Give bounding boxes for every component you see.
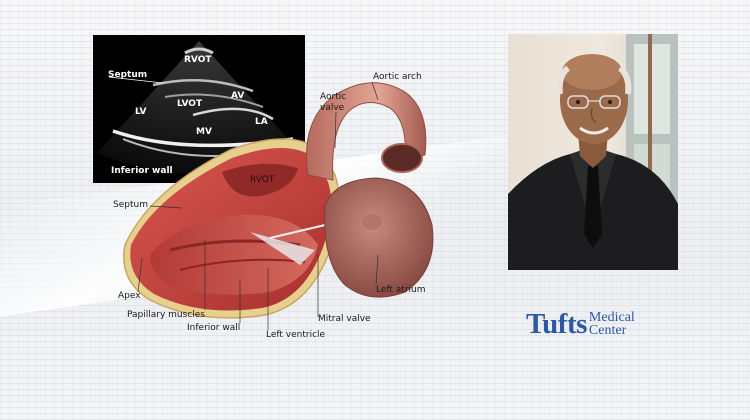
heart-label-left-atrium: Left atrium [376, 285, 426, 295]
tufts-medical-center-logo: Tufts Medical Center [526, 309, 635, 339]
heart-label-aortic-arch: Aortic arch [373, 72, 422, 82]
heart-label-aortic-valve: Aortic valve [320, 92, 346, 114]
heart-label-aortic-valve-line1: Aortic [320, 92, 347, 102]
echocardiogram-image: RVOT Septum LV LVOT AV LA MV Inferior wa… [93, 35, 305, 183]
portrait-drawing [508, 34, 678, 270]
logo-word-center: Center [588, 323, 627, 338]
echo-label-av: AV [231, 91, 245, 101]
echo-label-lvot: LVOT [177, 99, 203, 109]
echo-label-inferior-wall: Inferior wall [111, 166, 173, 176]
logo-word-tufts: Tufts [526, 307, 587, 340]
heart-label-aortic-valve-line2: valve [320, 103, 345, 113]
heart-label-papillary-muscles: Papillary muscles [127, 310, 205, 320]
echo-label-la: LA [255, 117, 268, 127]
logo-stack: Medical Center [588, 309, 635, 338]
portrait-photo [508, 34, 678, 270]
echo-label-mv: MV [196, 127, 212, 137]
heart-label-septum: Septum [113, 200, 148, 210]
echo-label-rvot: RVOT [184, 55, 212, 65]
heart-label-inferior-wall: Inferior wall [187, 323, 241, 333]
heart-label-left-ventricle: Left ventricle [266, 330, 326, 340]
heart-label-apex: Apex [118, 291, 141, 301]
logo-word-medical: Medical [588, 309, 635, 325]
echo-label-septum: Septum [108, 70, 148, 80]
heart-label-rvot: RVOT [250, 175, 275, 185]
echo-label-lv: LV [135, 107, 147, 117]
heart-label-mitral-valve: Mitral valve [318, 314, 371, 324]
